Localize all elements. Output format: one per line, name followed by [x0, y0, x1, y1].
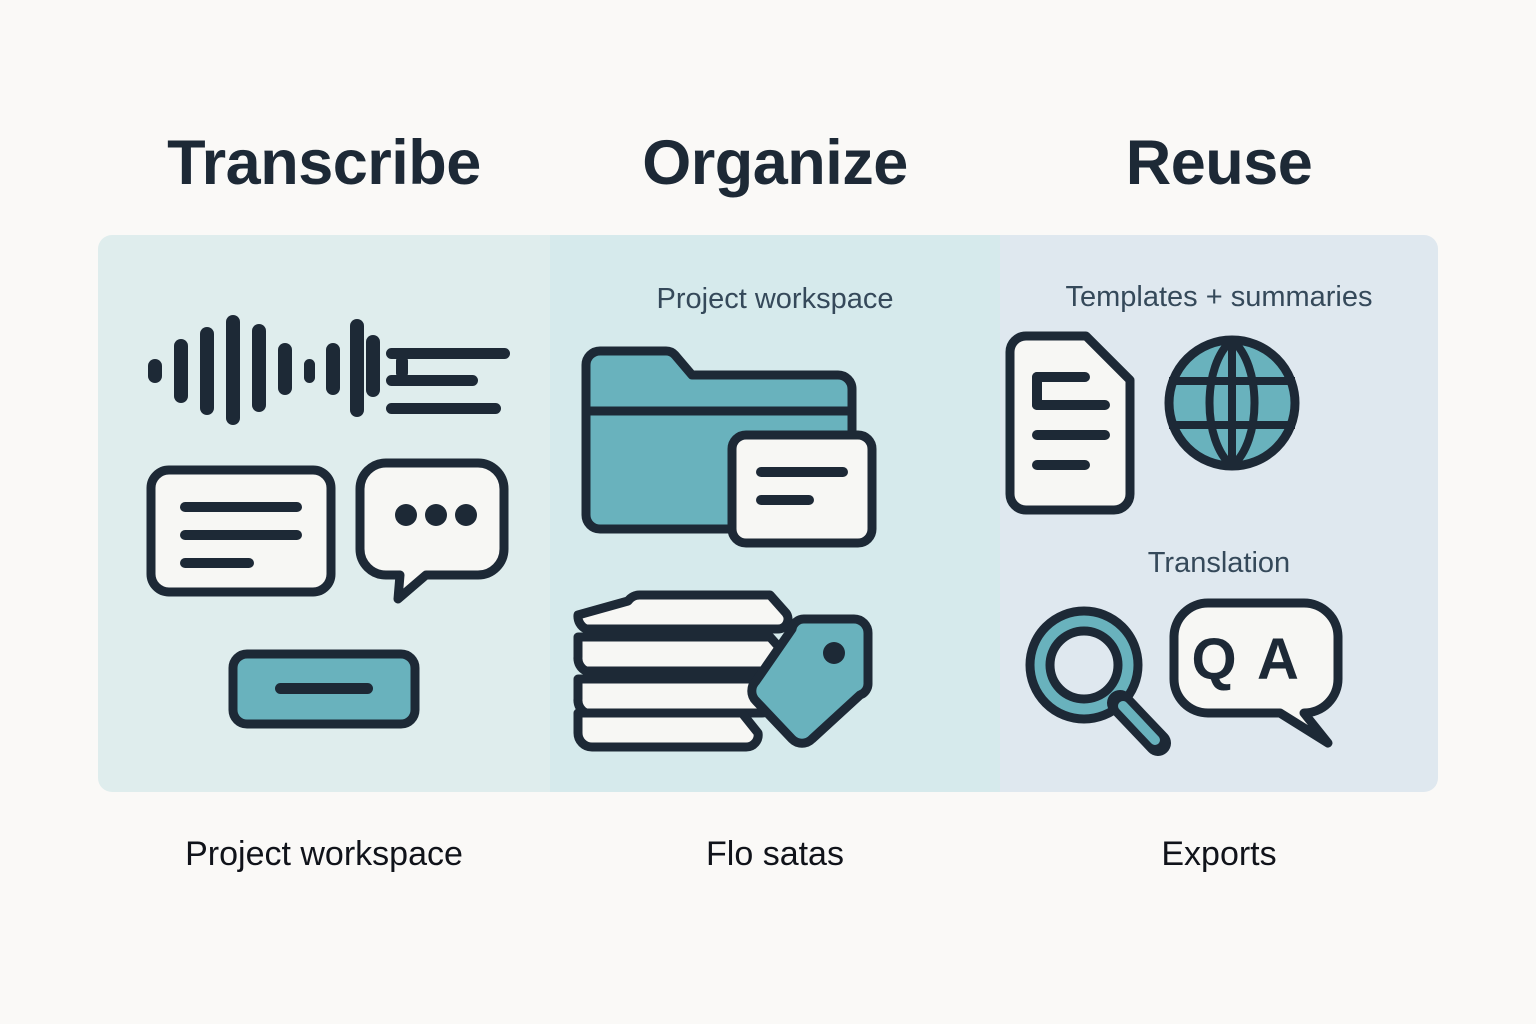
qa-bubble-icon: Q A — [1169, 598, 1343, 748]
heading-cell-reuse: Reuse — [1000, 108, 1438, 218]
caption-cell-2: Flo satas — [550, 822, 1000, 886]
page-title-reuse: Reuse — [1125, 127, 1313, 198]
qa-bubble-letter-q: Q — [1191, 627, 1236, 692]
caption-transcribe: Project workspace — [185, 835, 463, 873]
tag-icon — [747, 614, 873, 748]
folder-icon — [581, 346, 877, 548]
panel-reuse: Templates + summaries Translation — [1000, 235, 1438, 792]
qa-bubble-letter-a: A — [1257, 627, 1299, 692]
heading-cell-organize: Organize — [550, 108, 1000, 218]
panel-label-translation: Translation — [1147, 547, 1291, 579]
audio-waveform-icon — [148, 315, 364, 425]
page-title-organize: Organize — [642, 127, 908, 198]
chat-bubble-icon — [355, 458, 509, 604]
note-card-icon — [727, 430, 877, 548]
illustration-band: Project workspace — [98, 235, 1438, 792]
text-lines-icon — [386, 348, 510, 414]
panel-organize: Project workspace — [550, 235, 1000, 792]
panel-label-project-workspace: Project workspace — [656, 283, 894, 315]
caption-cell-3: Exports — [1000, 822, 1438, 886]
transcript-card-icon — [146, 465, 336, 597]
globe-icon — [1164, 335, 1300, 471]
column-captions: Project workspace Flo satas Exports — [98, 822, 1438, 886]
heading-cell-transcribe: Transcribe — [98, 108, 550, 218]
panel-transcribe — [98, 235, 550, 792]
magnifier-icon — [1025, 606, 1171, 756]
stacked-cards-icon — [573, 590, 873, 752]
column-headings: Transcribe Organize Reuse — [98, 108, 1438, 218]
caption-organize: Flo satas — [706, 835, 844, 873]
page-title-transcribe: Transcribe — [167, 127, 481, 198]
document-icon — [1005, 331, 1135, 515]
panel-label-templates-summaries: Templates + summaries — [1065, 281, 1373, 313]
caption-reuse: Exports — [1161, 835, 1277, 873]
teal-bar-button-icon[interactable] — [228, 649, 420, 729]
caption-cell-1: Project workspace — [98, 822, 550, 886]
audio-waveform-tail-icon — [366, 335, 408, 397]
